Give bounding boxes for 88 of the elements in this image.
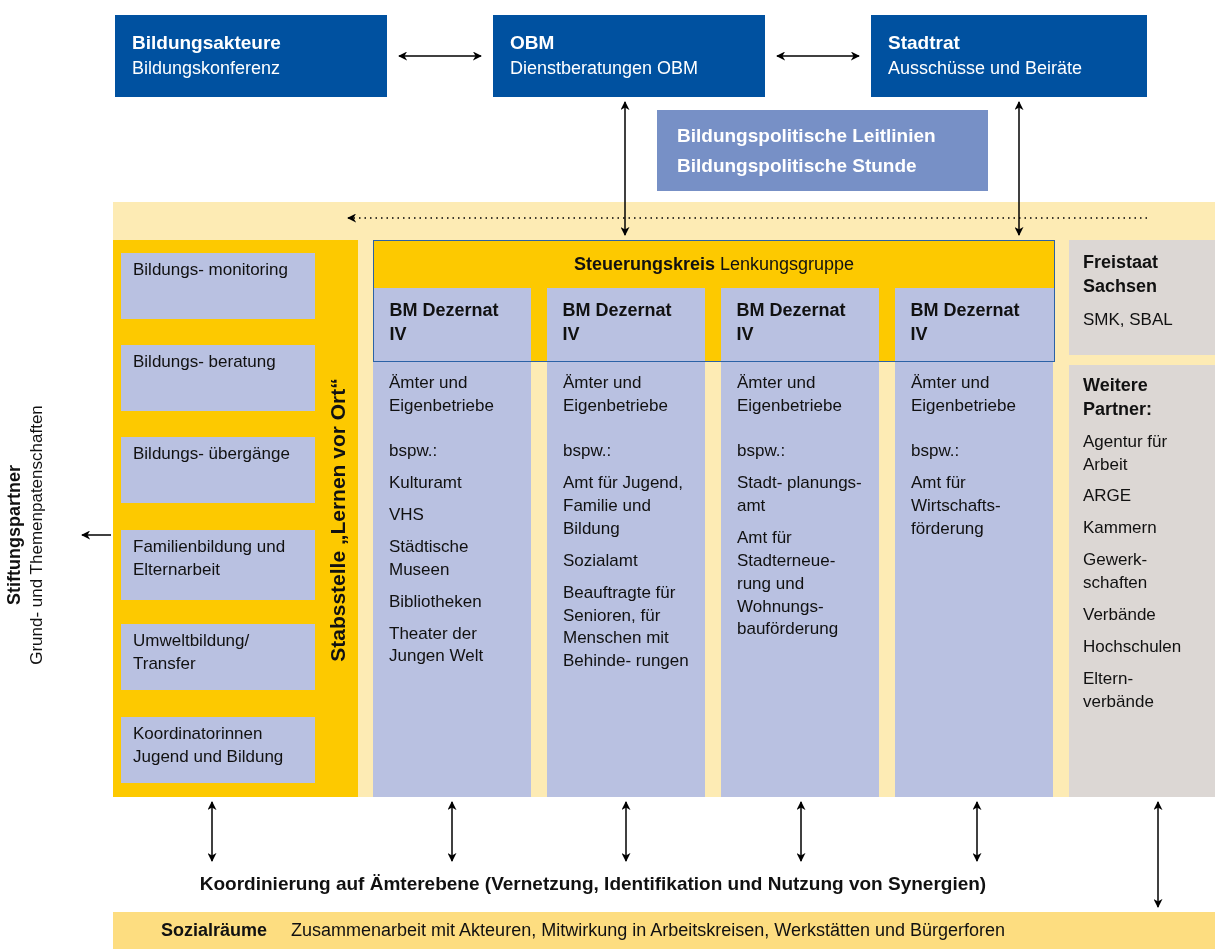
arrow bbox=[621, 801, 631, 862]
task-box bbox=[121, 530, 315, 600]
list-item: Hochschulen bbox=[1083, 636, 1183, 659]
task-box bbox=[121, 253, 315, 319]
task-box bbox=[121, 345, 315, 411]
list-item: Beauftragte für Senioren, für Menschen mit Behinde- rungen bbox=[563, 581, 689, 673]
box-heading: Freistaat Sachsen bbox=[1083, 251, 1160, 299]
coordination-label: Koordinierung auf Ämterebene (Vernetzung, Identifikation und Nutzung von Synergien) bbox=[118, 866, 1068, 902]
list-item: Kulturamt bbox=[389, 471, 463, 494]
box-text: Ausschüsse und Beiräte bbox=[888, 56, 1084, 80]
staff-unit-panel bbox=[113, 240, 358, 797]
task-box bbox=[121, 437, 315, 503]
arrow bbox=[1153, 801, 1163, 908]
box-heading: Stadtrat bbox=[888, 31, 961, 55]
box-text: Bildungspolitische Leitlinien bbox=[677, 124, 937, 148]
box-text: Bildungs- übergänge bbox=[133, 443, 291, 465]
list-item: Ämter und Eigenbetriebe bbox=[737, 372, 843, 417]
box-text: Umweltbildung/ Transfer bbox=[133, 630, 251, 675]
group-heading: Steuerungskreis Lenkungsgruppe bbox=[572, 253, 856, 276]
list-item: VHS bbox=[389, 503, 425, 526]
list-item: Ämter und Eigenbetriebe bbox=[911, 372, 1017, 417]
vertical-subtitle: Grund- und Themenpatenschaften bbox=[26, 405, 48, 665]
box-heading: Weitere Partner: bbox=[1083, 374, 1154, 422]
department-header bbox=[720, 287, 879, 361]
list-item: bspw.: bbox=[389, 439, 439, 462]
list-item: Amt für Stadterneue- rung und Wohnungs- bauförderung bbox=[737, 526, 840, 641]
list-item: Sozialamt bbox=[563, 549, 639, 572]
list-item: Kammern bbox=[1083, 517, 1158, 540]
vertical-heading: Stiftungspartner bbox=[3, 465, 25, 605]
list-item: Amt für Wirtschafts- förderung bbox=[911, 471, 1002, 540]
list-item: Amt für Jugend, Familie und Bildung bbox=[563, 471, 684, 540]
social-space-band bbox=[113, 912, 1215, 949]
list-item: bspw.: bbox=[737, 439, 787, 462]
column-heading: BM Dezernat IV bbox=[389, 298, 500, 346]
department-column bbox=[547, 362, 705, 797]
column-heading: BM Dezernat IV bbox=[562, 298, 673, 346]
department-header bbox=[546, 287, 705, 361]
arrow bbox=[620, 101, 630, 236]
partner-box bbox=[1069, 365, 1215, 797]
department-header bbox=[373, 287, 531, 361]
box-text: Bildungs- monitoring bbox=[133, 259, 289, 281]
box-text: Bildungskonferenz bbox=[132, 56, 282, 80]
list-item: bspw.: bbox=[563, 439, 613, 462]
list-item: bspw.: bbox=[911, 439, 961, 462]
box-text: Familienbildung und Elternarbeit bbox=[133, 536, 287, 581]
department-header bbox=[894, 287, 1054, 361]
arrow bbox=[81, 530, 112, 540]
box-text: SMK, SBAL bbox=[1083, 308, 1174, 331]
department-column bbox=[895, 362, 1053, 797]
steering-group-box bbox=[373, 240, 1055, 362]
arrow bbox=[207, 801, 217, 862]
list-item: Theater der Jungen Welt bbox=[389, 622, 485, 668]
process-box bbox=[115, 15, 387, 97]
task-box bbox=[121, 624, 315, 690]
list-item: Stadt- planungs- amt bbox=[737, 471, 863, 517]
arrow bbox=[1014, 101, 1024, 236]
box-heading: OBM bbox=[510, 31, 556, 55]
band-text: Zusammenarbeit mit Akteuren, Mitwirkung in Arbeitskreisen, Werkstätten und Bürgerforen bbox=[291, 919, 1006, 942]
partner-box bbox=[1069, 240, 1215, 355]
box-heading: Bildungsakteure bbox=[132, 31, 282, 55]
list-item: Ämter und Eigenbetriebe bbox=[563, 372, 669, 417]
column-heading: BM Dezernat IV bbox=[910, 298, 1021, 346]
info-box bbox=[657, 110, 988, 191]
box-text: Bildungspolitische Stunde bbox=[677, 154, 918, 179]
list-item: ARGE bbox=[1083, 485, 1133, 508]
list-item: Gewerk- schaften bbox=[1083, 549, 1149, 595]
arrow bbox=[447, 801, 457, 862]
task-box bbox=[121, 717, 315, 783]
list-item: Ämter und Eigenbetriebe bbox=[389, 372, 495, 417]
arrow bbox=[776, 51, 860, 61]
column-heading: BM Dezernat IV bbox=[736, 298, 847, 346]
process-box bbox=[871, 15, 1147, 97]
band-heading: Sozialräume bbox=[161, 919, 268, 942]
box-text: Dienstberatungen OBM bbox=[510, 56, 700, 80]
arrow bbox=[972, 801, 982, 862]
list-item: Städtische Museen bbox=[389, 535, 470, 581]
box-text: Koordinatorinnen Jugend und Bildung bbox=[133, 723, 285, 768]
box-text: Bildungs- beratung bbox=[133, 351, 277, 373]
department-column bbox=[721, 362, 879, 797]
list-item: Agentur für Arbeit bbox=[1083, 430, 1169, 476]
vertical-heading: Stabsstelle „Lernen vor Ort“ bbox=[325, 378, 350, 662]
arrow bbox=[398, 51, 482, 61]
process-box bbox=[493, 15, 765, 97]
list-item: Eltern- verbände bbox=[1083, 668, 1155, 714]
list-item: Bibliotheken bbox=[389, 590, 483, 613]
arrow bbox=[796, 801, 806, 862]
list-item: Verbände bbox=[1083, 604, 1157, 627]
department-column bbox=[373, 362, 531, 797]
